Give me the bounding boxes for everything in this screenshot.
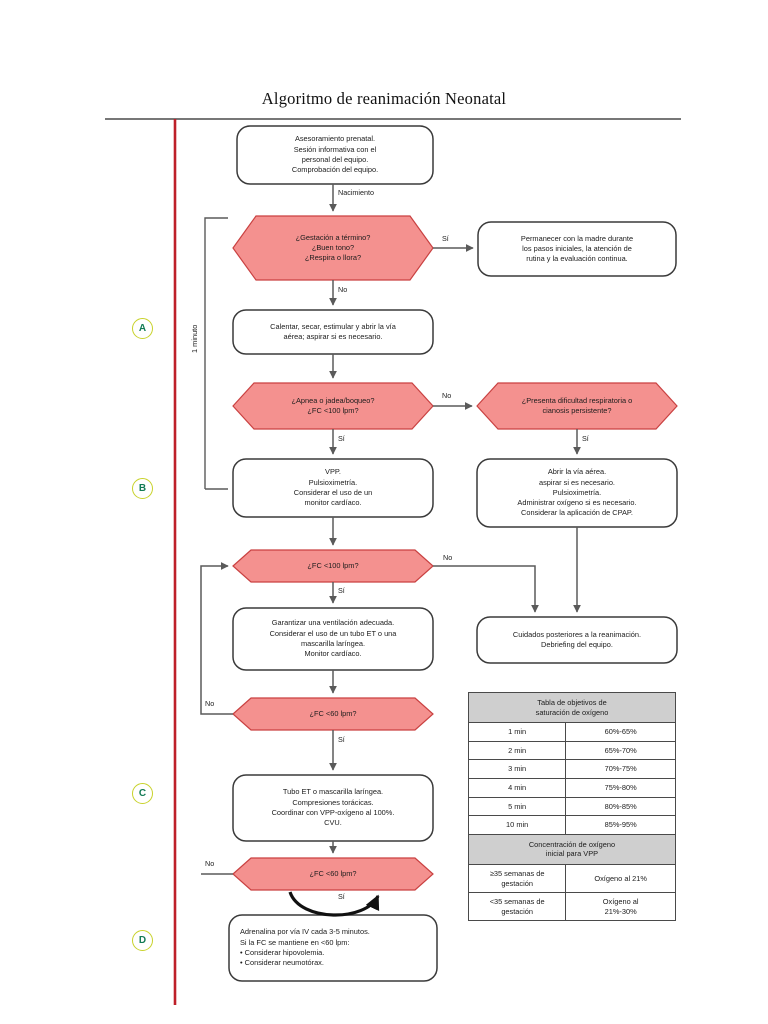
hex-q-fc100: [232, 549, 434, 583]
sat-target-4: 75%-80%: [565, 777, 676, 798]
phase-marker-b: B: [132, 478, 153, 499]
hex-q-apnea: [232, 382, 434, 430]
table-row: 2 min 65%-70%: [467, 740, 676, 761]
edge-label-nacimiento: Nacimiento: [338, 188, 374, 197]
hex-q-termino: [232, 215, 434, 281]
oxygen-header-cell: Concentración de oxígeno inicial para VP…: [468, 833, 676, 865]
box-adrenalina: [228, 914, 438, 982]
hex-q-fc60-b: [232, 857, 434, 891]
edge-fc60b-si-loop: [288, 891, 380, 917]
table-row: 5 min 80%-85%: [467, 796, 676, 817]
oxygen-fio2-2: Oxígeno al 21%-30%: [565, 892, 676, 922]
timing-label-one-minute: 1 minuto: [190, 324, 199, 353]
edge-label-no-apnea: No: [442, 391, 452, 400]
box-vpp: [232, 458, 434, 518]
box-madre: [477, 221, 677, 277]
table-row-oxygen-header: Concentración de oxígeno inicial para VP…: [468, 833, 676, 865]
phase-marker-d: D: [132, 930, 153, 951]
box-tubo-et: [232, 774, 434, 842]
box-calentar: [232, 309, 434, 355]
box-prenatal: [236, 125, 434, 185]
hex-q-fc60-a: [232, 697, 434, 731]
edge-label-si-termino: Sí: [442, 234, 449, 243]
sat-time-4: 4 min: [467, 777, 567, 798]
bracket-one-minute: [204, 217, 228, 490]
oxygen-ga-2: <35 semanas de gestación: [467, 892, 567, 922]
edge-label-si-dificultad: Sí: [582, 434, 589, 443]
oxygen-reference-table: Tabla de objetivos de saturación de oxíg…: [467, 691, 676, 922]
hex-q-dificultad: [476, 382, 678, 430]
edge-feedback-fc60a-no: [200, 562, 233, 715]
table-row-saturation-header: Tabla de objetivos de saturación de oxíg…: [468, 691, 676, 724]
table-body: Tabla de objetivos de saturación de oxíg…: [467, 691, 676, 922]
table-row: 3 min 70%-75%: [467, 759, 676, 779]
oxygen-fio2-1: Oxígeno al 21%: [565, 863, 676, 894]
edge-label-si-fc100: Sí: [338, 586, 345, 595]
table-row: ≥35 semanas de gestación Oxígeno al 21%: [467, 863, 676, 894]
edge-label-no-fc60-a: No: [205, 699, 215, 708]
edge-fc100-no-to-cuidados: [433, 565, 539, 613]
sat-time-5: 5 min: [467, 796, 567, 817]
sat-time-1: 1 min: [467, 722, 567, 742]
edge-label-no-termino: No: [338, 285, 348, 294]
phase-marker-c: C: [132, 783, 153, 804]
sat-time-2: 2 min: [467, 740, 567, 761]
sat-target-3: 70%-75%: [565, 759, 676, 779]
oxygen-ga-1: ≥35 semanas de gestación: [467, 863, 567, 894]
table-row: 4 min 75%-80%: [467, 777, 676, 798]
page-title: Algoritmo de reanimación Neonatal: [261, 89, 507, 108]
sat-target-1: 60%-65%: [565, 722, 676, 742]
edge-label-si-apnea: Sí: [338, 434, 345, 443]
sat-target-2: 65%-70%: [565, 740, 676, 761]
table-row: <35 semanas de gestación Oxígeno al 21%-…: [467, 892, 676, 922]
box-cuidados: [476, 616, 678, 664]
sat-target-5: 80%-85%: [565, 796, 676, 817]
box-abrir-via: [476, 458, 678, 528]
table-row: 10 min 85%-95%: [467, 815, 676, 835]
saturation-header-cell: Tabla de objetivos de saturación de oxíg…: [468, 691, 676, 724]
edge-label-no-fc60-b: No: [205, 859, 215, 868]
box-garantizar: [232, 607, 434, 671]
sat-time-10: 10 min: [467, 815, 567, 835]
edge-label-si-fc60-a: Sí: [338, 735, 345, 744]
edge-label-no-fc100: No: [443, 553, 453, 562]
table-row: 1 min 60%-65%: [467, 722, 676, 742]
edge-label-si-fc60-b: Sí: [338, 892, 345, 901]
phase-marker-a: A: [132, 318, 153, 339]
sat-time-3: 3 min: [467, 759, 567, 779]
sat-target-10: 85%-95%: [565, 815, 676, 835]
